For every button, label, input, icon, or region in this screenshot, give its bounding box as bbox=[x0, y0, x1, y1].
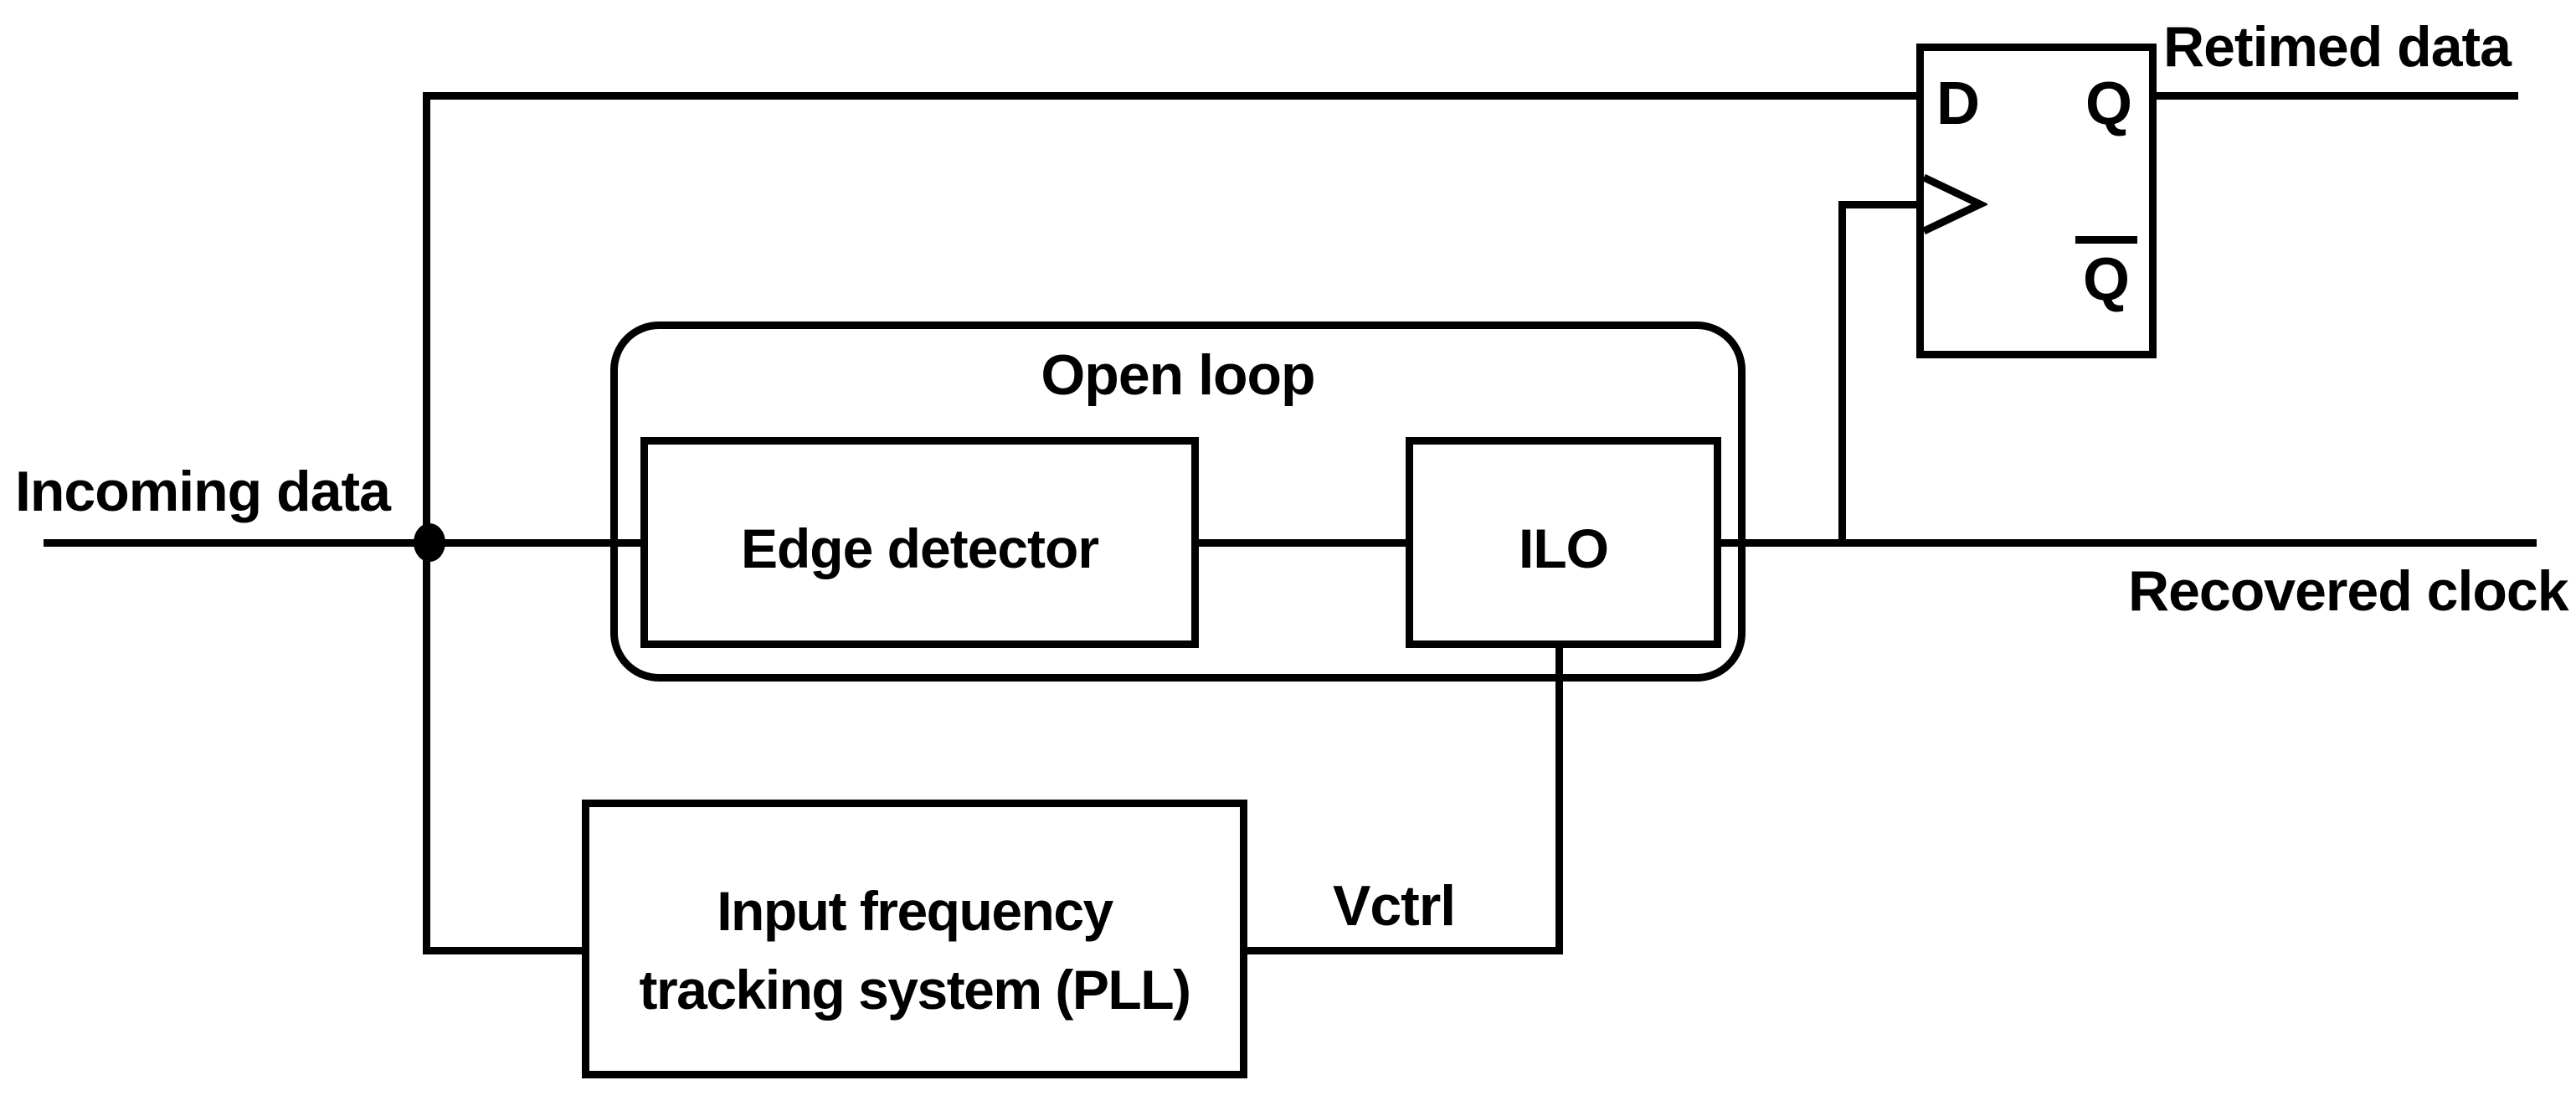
dff-q-pin-label: Q bbox=[2085, 70, 2133, 137]
wire-clock-branch-vertical bbox=[1838, 201, 1846, 546]
open-loop-group bbox=[610, 322, 1746, 682]
wire-vctrl-horizontal bbox=[1240, 947, 1563, 954]
pll-label-line1: Input frequency bbox=[717, 879, 1113, 942]
ilo-block: ILO bbox=[1406, 437, 1721, 648]
wire-clock-to-dff bbox=[1838, 201, 1924, 208]
wire-incoming-data bbox=[44, 539, 648, 547]
d-flip-flop-block bbox=[1916, 44, 2157, 358]
recovered-clock-label: Recovered clock bbox=[2128, 559, 2569, 623]
incoming-data-label: Incoming data bbox=[15, 460, 391, 523]
wire-recovered-clock bbox=[1714, 539, 2537, 547]
junction-dot bbox=[414, 523, 445, 562]
dff-qbar-pin-label: Q bbox=[2075, 236, 2138, 310]
wire-edge-detector-to-ilo bbox=[1193, 539, 1413, 547]
qbar-overline: Q bbox=[2075, 236, 2138, 310]
pll-label-line2: tracking system (PLL) bbox=[639, 958, 1191, 1021]
open-loop-group-label: Open loop bbox=[1041, 343, 1315, 407]
wire-pll-input bbox=[423, 947, 589, 954]
edge-detector-label: Edge detector bbox=[740, 517, 1099, 579]
wire-retimed-data bbox=[2149, 92, 2518, 100]
retimed-data-label: Retimed data bbox=[2163, 15, 2512, 79]
wire-vctrl-vertical bbox=[1555, 641, 1563, 954]
dff-d-pin-label: D bbox=[1936, 70, 1980, 137]
clock-edge-triangle-icon bbox=[1922, 174, 1987, 234]
pll-label: Input frequency tracking system (PLL) bbox=[639, 850, 1191, 1029]
ilo-label: ILO bbox=[1519, 517, 1609, 579]
wire-data-to-dff bbox=[423, 92, 1924, 100]
pll-block: Input frequency tracking system (PLL) bbox=[582, 800, 1247, 1078]
edge-detector-block: Edge detector bbox=[640, 437, 1199, 648]
vctrl-label: Vctrl bbox=[1333, 874, 1456, 938]
